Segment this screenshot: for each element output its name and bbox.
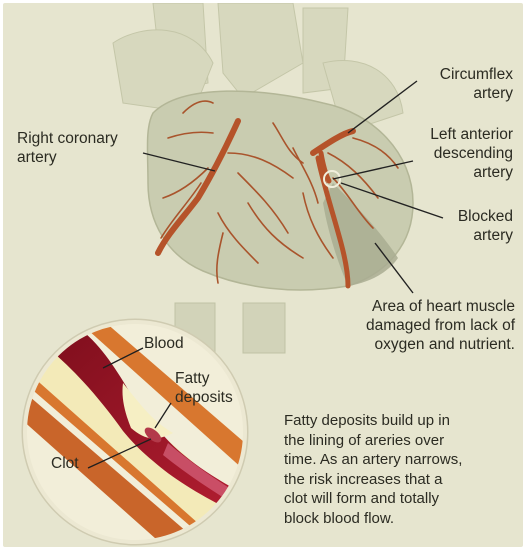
label-left-anterior-descending-artery: Left anterior descending artery [430,125,513,182]
label-damaged-area: Area of heart muscle damaged from lack o… [366,297,515,354]
description-text: Fatty deposits build up in the lining of… [284,411,462,528]
label-clot: Clot [51,454,79,473]
label-right-coronary-artery: Right coronary artery [17,129,118,167]
label-fatty-deposits: Fatty deposits [175,369,233,407]
infographic: Right coronary artery Circumflex artery … [3,3,523,547]
label-blocked-artery: Blocked artery [458,207,513,245]
label-blood: Blood [144,334,184,353]
label-circumflex-artery: Circumflex artery [440,65,513,103]
